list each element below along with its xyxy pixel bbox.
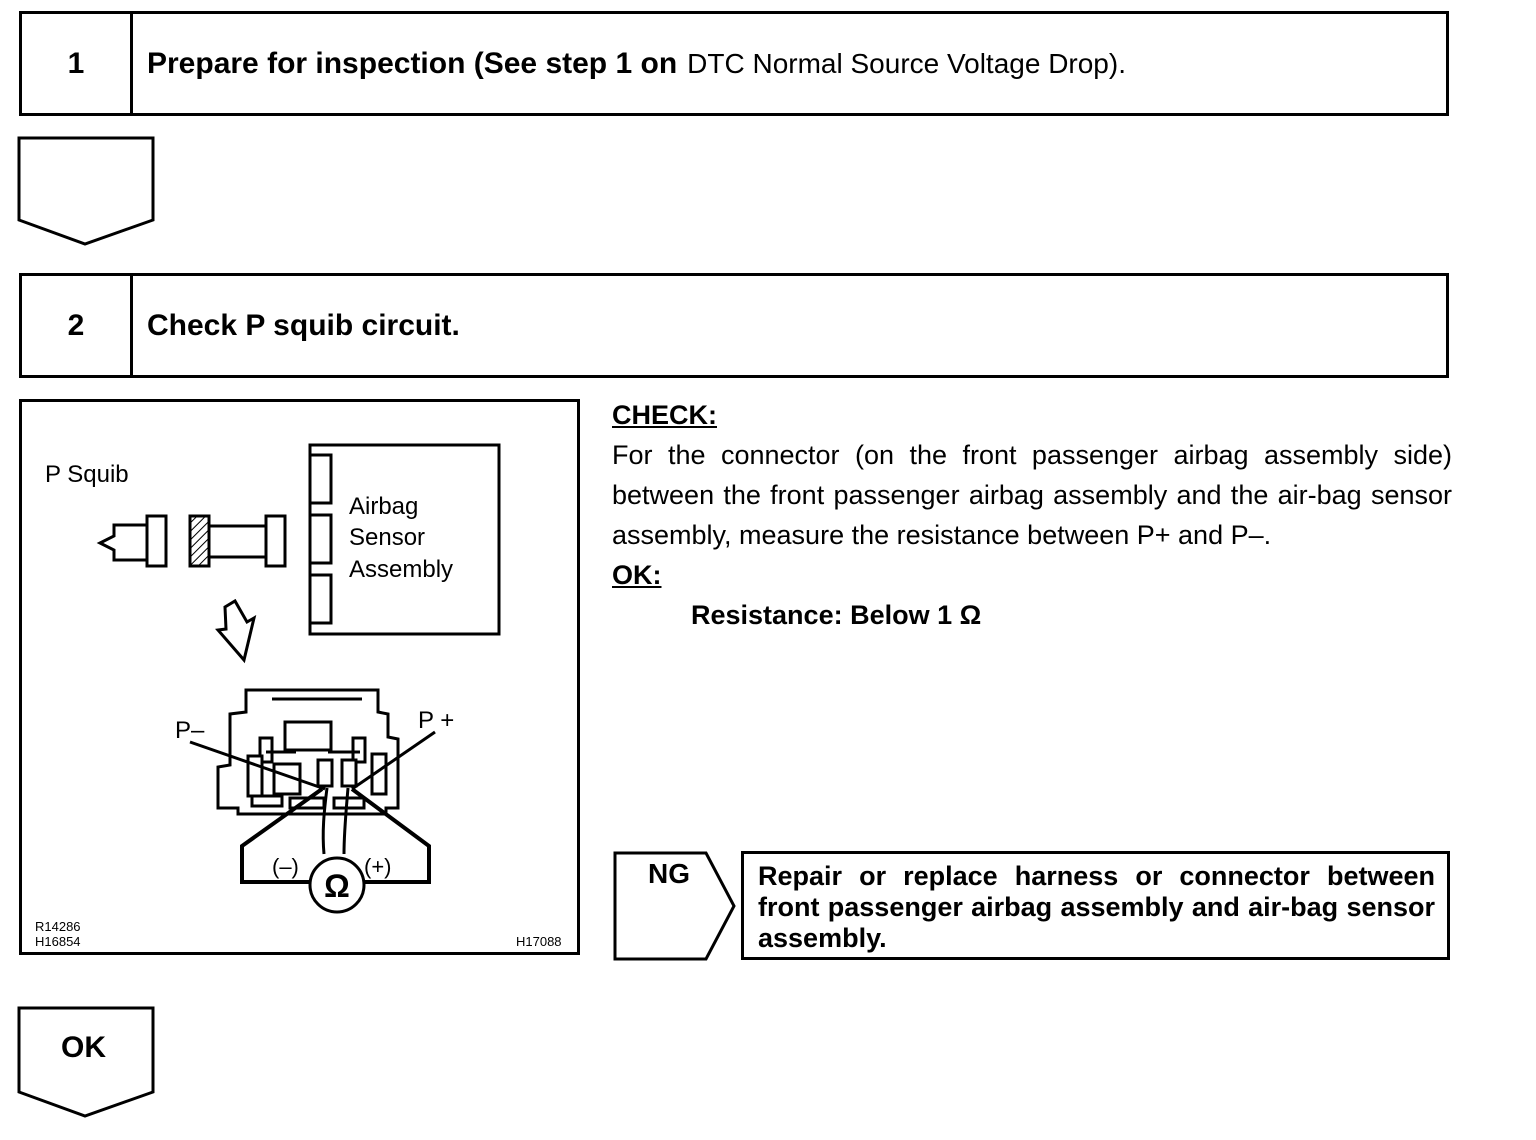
ok-heading: OK:: [612, 560, 662, 590]
figure-code-3: H17088: [516, 934, 562, 949]
step-1-title: Prepare for inspection (See step 1 on DT…: [147, 14, 1126, 113]
check-heading: CHECK:: [612, 400, 717, 430]
squib-connector: [96, 514, 287, 568]
ok-label: OK: [61, 1031, 106, 1064]
connector-front-view: [216, 688, 400, 855]
step-1-box: 1 Prepare for inspection (See step 1 on …: [19, 11, 1449, 116]
test-lead-positive: [350, 787, 431, 884]
ng-action-box: Repair or replace harness or connector b…: [741, 851, 1450, 960]
step-1-number: 1: [22, 14, 133, 113]
inspection-figure: P Squib Airbag Sensor Assembly: [19, 399, 580, 955]
sensor-assembly-line-1: Airbag: [349, 493, 418, 520]
figure-code-1: R14286: [35, 919, 81, 934]
figure-code-2: H16854: [35, 934, 81, 949]
step-2-title: Check P squib circuit.: [147, 308, 460, 342]
p-minus-label: P–: [175, 717, 205, 744]
ng-label: NG: [648, 858, 690, 889]
test-lead-negative: [240, 787, 324, 884]
sensor-assembly-line-3: Assembly: [349, 556, 453, 583]
check-instruction: For the connector (on the front passenge…: [612, 440, 1452, 550]
sensor-assembly-line-2: Sensor: [349, 524, 425, 551]
resistance-spec: Resistance: Below 1 Ω: [691, 600, 982, 630]
direction-arrow-icon: [215, 598, 257, 664]
airbag-sensor-assembly: [308, 443, 501, 636]
ng-arrow: [613, 851, 736, 961]
flow-arrow-1: [17, 136, 155, 246]
check-section: CHECK: For the connector (on the front p…: [612, 395, 1452, 635]
step-2-number: 2: [22, 276, 133, 375]
ohmmeter-symbol: Ω: [324, 868, 350, 904]
ohmmeter-icon: [308, 856, 366, 914]
p-plus-label: P +: [418, 707, 454, 734]
positive-label: (+): [364, 854, 392, 879]
step-1-title-text: Prepare for inspection (See step 1 on: [147, 46, 678, 80]
ok-arrow: [17, 1006, 155, 1118]
negative-label: (–): [272, 854, 299, 879]
step-2-box: 2 Check P squib circuit.: [19, 273, 1449, 378]
connector-diagram: P Squib Airbag Sensor Assembly: [35, 443, 562, 949]
p-minus-leader: [189, 740, 326, 791]
p-squib-label: P Squib: [45, 461, 129, 488]
step-1-reference: DTC Normal Source Voltage Drop).: [687, 47, 1126, 79]
p-plus-leader: [351, 730, 436, 791]
